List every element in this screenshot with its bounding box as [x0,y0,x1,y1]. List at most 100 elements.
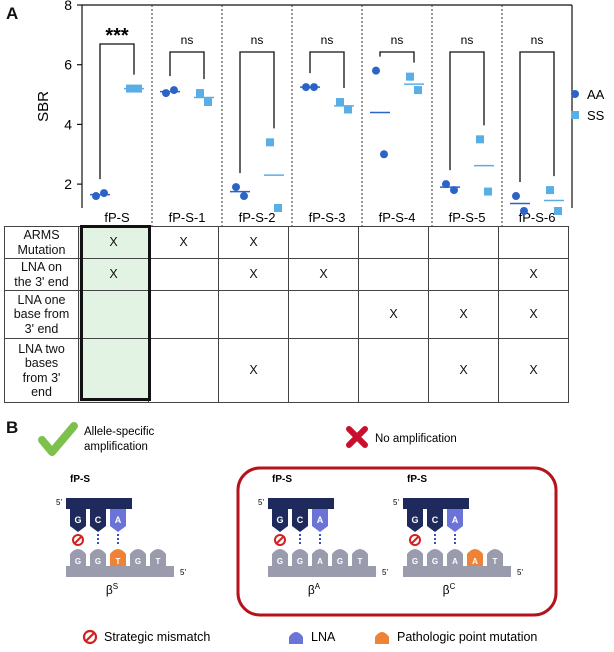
template-5prime-label: 5' [382,568,388,577]
aa-data-point [442,180,450,189]
table-cell [288,338,359,403]
primer-name: fP-S [272,474,292,485]
x-category-label: fP-S-4 [379,210,416,225]
non-amplifying-group-box [236,466,558,617]
primer-base-letter: A [115,515,122,525]
template-base-letter: G [297,557,303,566]
template-5prime-label: 5' [180,568,186,577]
ss-data-point [414,86,422,95]
primer-base-letter: G [411,515,418,525]
table-cell: X [428,290,499,339]
aa-data-point [372,66,380,75]
primer-base-letter: C [432,515,439,525]
table-cell [428,226,499,259]
significance-bracket [169,51,205,80]
table-cell [428,258,499,291]
table-cell [288,226,359,259]
x-category-label: fP-S-5 [449,210,486,225]
mismatch-icon [409,534,421,546]
template-base [312,549,328,566]
template-base-letter: T [493,557,498,566]
primer-base [407,509,423,532]
x-category-label: fP-S-2 [239,210,276,225]
table-cell: X [218,338,289,403]
legend-pathologic-label: Pathologic point mutation [397,630,537,644]
significance-bracket [309,51,345,89]
aa-data-point [520,206,528,215]
template-base [352,549,368,566]
primer-base [272,509,288,532]
check-icon [38,422,78,456]
primer-base [70,509,86,532]
legend-lna-label: LNA [311,630,336,644]
y-tick-label: 4 [64,116,72,132]
template-base-letter: G [432,557,438,566]
aa-data-point [380,150,388,159]
table-cell: X [428,338,499,403]
table-cell [148,338,219,403]
significance-bracket [239,51,275,174]
ss-data-point [204,98,212,107]
table-cell: X [288,258,359,291]
lna-base [110,509,126,532]
template-base [150,549,166,566]
allele-label-sup: C [450,582,456,591]
primer-backbone [268,498,334,509]
allele-label-sup: S [113,582,118,591]
primer-5prime-label: 5' [258,498,264,507]
panel-a-letter: A [6,4,19,23]
table-cell: X [498,290,569,339]
allele-label-main: β [443,583,450,597]
significance-bracket [449,51,485,171]
primer-base-letter: G [276,515,283,525]
primer-name: fP-S [70,474,90,485]
template-base [332,549,348,566]
ss-data-point [484,187,492,196]
table-cell [78,338,149,403]
table-cell [148,290,219,339]
ss-data-point [554,206,562,215]
template-base [407,549,423,566]
template-base [90,549,106,566]
table-cell [148,258,219,291]
aa-data-point [162,89,170,98]
mismatch-icon-slash [275,535,285,545]
row-header-line: end [31,384,52,399]
table-cell: X [78,226,149,259]
template-backbone [66,566,174,577]
row-header-line: from 3' [22,370,61,385]
y-axis-label: SBR [35,91,52,122]
panel-b-letter: B [6,418,19,437]
table-cell [498,226,569,259]
primer-base-letter: A [317,515,324,525]
template-base [272,549,288,566]
legend-aa-label: AA [587,87,605,102]
template-base [427,549,443,566]
table-cell: X [498,258,569,291]
row-header-line: Mutation [17,242,66,257]
primer-base-letter: G [74,515,81,525]
pathologic-base [467,549,483,566]
table-cell [358,226,429,259]
primer-base [292,509,308,532]
template-base [70,549,86,566]
ss-data-point [274,204,282,212]
primer-5prime-label: 5' [56,498,62,507]
aa-data-point [240,192,248,201]
row-header-line: LNA one [17,292,66,307]
aa-data-point [100,189,108,198]
row-header-line: LNA two [18,341,65,356]
template-base-letter: T [116,557,121,566]
allele-label-sup: A [315,582,321,591]
table-cell: X [218,226,289,259]
significance-bracket [99,43,135,180]
lna-base [447,509,463,532]
ss-data-point [406,72,414,81]
